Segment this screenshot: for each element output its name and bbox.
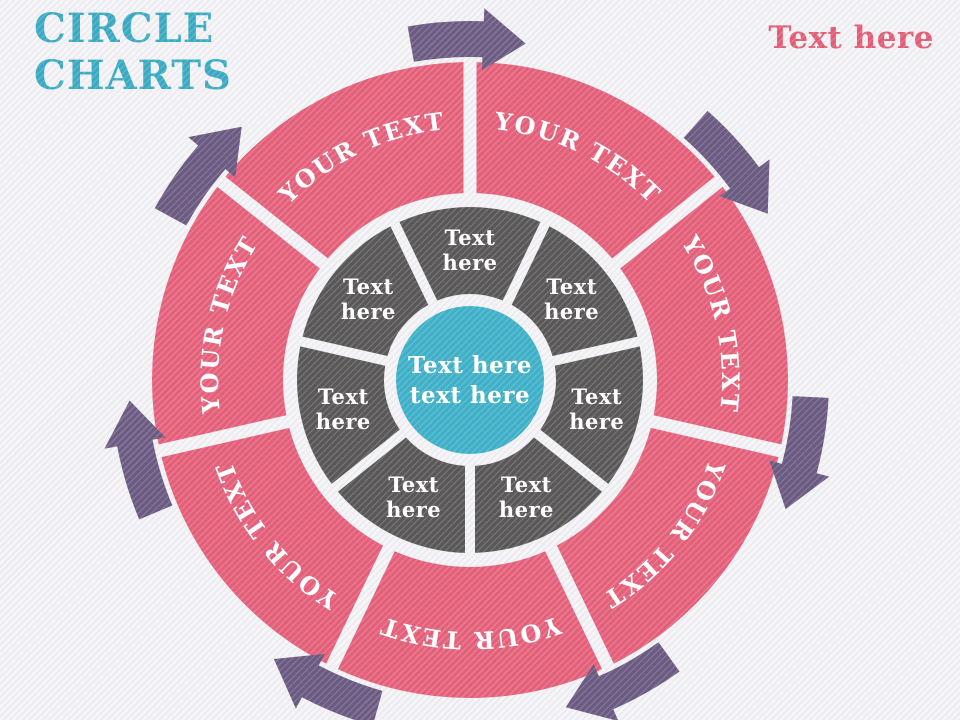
inner-segment-label-line1: Text	[501, 472, 552, 497]
flow-arrow	[104, 400, 173, 520]
inner-segment	[297, 346, 400, 484]
flow-arrow	[565, 642, 680, 720]
inner-segment-label-line1: Text	[445, 225, 496, 250]
center-circle	[396, 306, 544, 454]
outer-segment	[151, 186, 320, 445]
inner-segment	[337, 437, 465, 553]
inner-segment	[511, 226, 638, 357]
inner-segment-label-line2: here	[569, 409, 624, 434]
inner-segment-label-line1: Text	[571, 384, 622, 409]
corner-note-text: Text here	[768, 20, 934, 56]
inner-segment-label-line1: Text	[318, 384, 369, 409]
inner-segment	[540, 346, 643, 484]
outer-segment	[620, 186, 789, 445]
inner-segment-label-line2: here	[544, 299, 599, 324]
slide-title-line2: CHARTS	[34, 51, 232, 99]
center-label-line1: Text here	[408, 352, 532, 379]
center-label-line2: text here	[410, 382, 530, 409]
flow-arrow	[154, 126, 242, 226]
inner-segment-label-line2: here	[442, 250, 497, 275]
flow-arrow	[407, 8, 526, 71]
inner-segment-label-line1: Text	[343, 274, 394, 299]
outer-segment	[337, 551, 603, 699]
flow-arrow	[273, 653, 383, 720]
outer-segment	[556, 427, 779, 664]
slide-title-line1: CIRCLE	[34, 5, 215, 52]
flow-arrow	[769, 396, 830, 510]
outer-segment	[225, 62, 464, 259]
inner-segment-label-line2: here	[316, 409, 371, 434]
inner-segment-label-line1: Text	[546, 274, 597, 299]
outer-segment	[476, 62, 715, 259]
inner-segment	[399, 206, 541, 301]
flow-arrow	[683, 110, 770, 214]
inner-segment	[302, 226, 429, 357]
inner-segment-label-line2: here	[341, 299, 396, 324]
slide-title: CIRCLE CHARTS	[34, 5, 232, 100]
outer-segment	[161, 427, 384, 664]
inner-segment-label-line2: here	[386, 497, 441, 522]
inner-segment-label-line1: Text	[388, 472, 439, 497]
inner-segment	[475, 437, 603, 553]
inner-segment-label-line2: here	[499, 497, 554, 522]
